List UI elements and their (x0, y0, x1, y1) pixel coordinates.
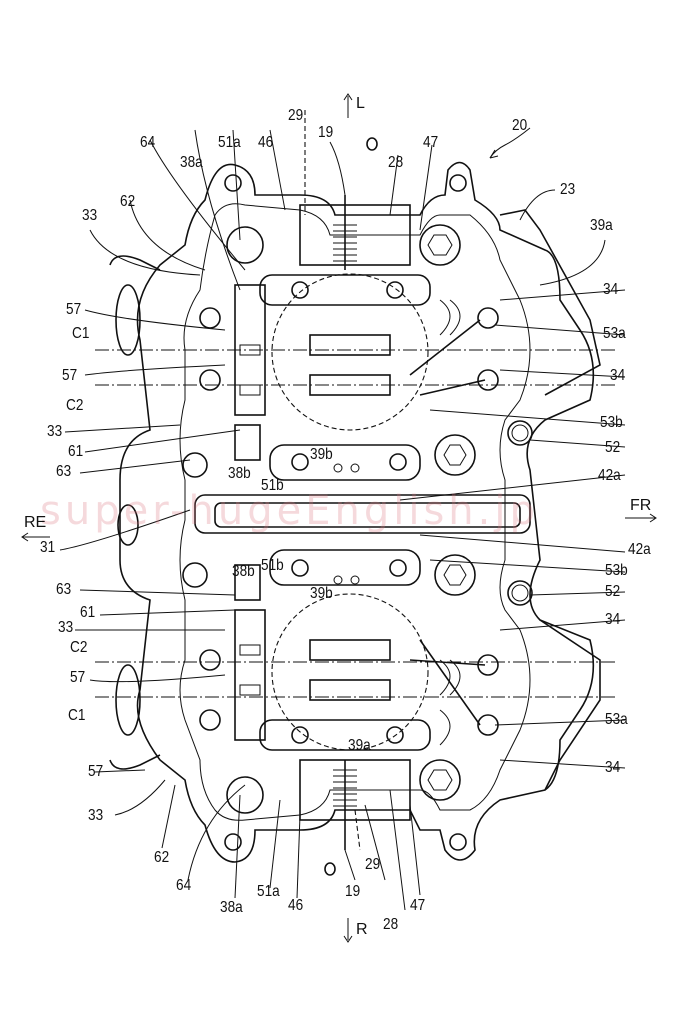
label-46-top: 46 (258, 134, 274, 151)
label-51a-top: 51a (218, 134, 241, 151)
label-39b-lower: 39b (310, 585, 333, 602)
direction-front-label: FR (630, 497, 652, 514)
label-57-a: 57 (66, 301, 82, 318)
head-bolts (226, 224, 476, 814)
label-19-top: 19 (318, 124, 334, 141)
label-33-lower: 33 (58, 619, 74, 636)
direction-rear-label: RE (24, 514, 47, 531)
label-38b-upper: 38b (228, 465, 251, 482)
label-33-upper: 33 (47, 423, 63, 440)
label-53a-lower: 53a (605, 711, 628, 728)
leader-lines (59, 129, 626, 911)
label-57-d: 57 (88, 763, 104, 780)
spark-plugs (299, 195, 411, 850)
label-28-bottom: 28 (383, 916, 399, 933)
label-64-top: 64 (140, 134, 156, 151)
label-38a-bottom: 38a (220, 899, 243, 916)
label-42a-center: 42a (628, 541, 651, 558)
label-51b-lower: 51b (261, 557, 284, 574)
label-47-bottom: 47 (410, 897, 426, 914)
label-23: 23 (560, 181, 576, 198)
label-C2-lower: C2 (70, 639, 88, 656)
exhaust-bracket (499, 209, 601, 791)
mounting-lugs (182, 174, 533, 851)
watermark: super-hugeEnglish.jp (40, 488, 539, 534)
label-42a-upper: 42a (598, 467, 621, 484)
label-39a-top: 39a (590, 217, 613, 234)
label-34-c: 34 (605, 611, 621, 628)
label-63-lower: 63 (56, 581, 72, 598)
label-62-top: 62 (120, 193, 136, 210)
label-C2-upper: C2 (66, 397, 84, 414)
label-29-bottom: 29 (365, 856, 381, 873)
label-19-bottom: 19 (345, 883, 361, 900)
label-33-bottom: 33 (88, 807, 104, 824)
label-61-lower: 61 (80, 604, 96, 621)
label-33-top: 33 (82, 207, 98, 224)
label-57-c: 57 (70, 669, 86, 686)
label-34-a: 34 (603, 281, 619, 298)
label-63-upper: 63 (56, 463, 72, 480)
label-38b-lower: 38b (232, 563, 255, 580)
label-64-bottom: 64 (176, 877, 192, 894)
label-C1-upper: C1 (72, 325, 90, 342)
label-52-upper: 52 (605, 439, 621, 456)
cam-chain-guide (194, 494, 531, 534)
label-51b-upper: 51b (261, 477, 284, 494)
label-46-bottom: 46 (288, 897, 304, 914)
label-52-lower: 52 (605, 583, 621, 600)
label-53b-lower: 53b (605, 562, 628, 579)
direction-left-label: L (356, 95, 365, 112)
label-39b-upper: 39b (310, 446, 333, 463)
adjuster-nuts (199, 299, 499, 746)
plug-markers (324, 137, 378, 876)
label-53a-upper: 53a (603, 325, 626, 342)
label-53b-upper: 53b (600, 414, 623, 431)
head-outline (119, 161, 595, 863)
label-47-top: 47 (423, 134, 439, 151)
label-29-top: 29 (288, 107, 304, 124)
label-62-bottom: 62 (154, 849, 170, 866)
label-51a-bottom: 51a (257, 883, 280, 900)
cam-gear-circles (271, 110, 429, 851)
label-34-b: 34 (610, 367, 626, 384)
label-28-top: 28 (388, 154, 404, 171)
direction-right-label: R (356, 921, 368, 938)
direction-arrows (21, 93, 657, 943)
label-57-b: 57 (62, 367, 78, 384)
axis-lines (95, 349, 615, 698)
reference-number-label: 20 (512, 117, 528, 134)
label-61-upper: 61 (68, 443, 84, 460)
label-38a-top: 38a (180, 154, 203, 171)
label-31: 31 (40, 539, 56, 556)
label-39a-lower: 39a (348, 737, 371, 754)
label-C1-lower: C1 (68, 707, 86, 724)
label-34-d: 34 (605, 759, 621, 776)
